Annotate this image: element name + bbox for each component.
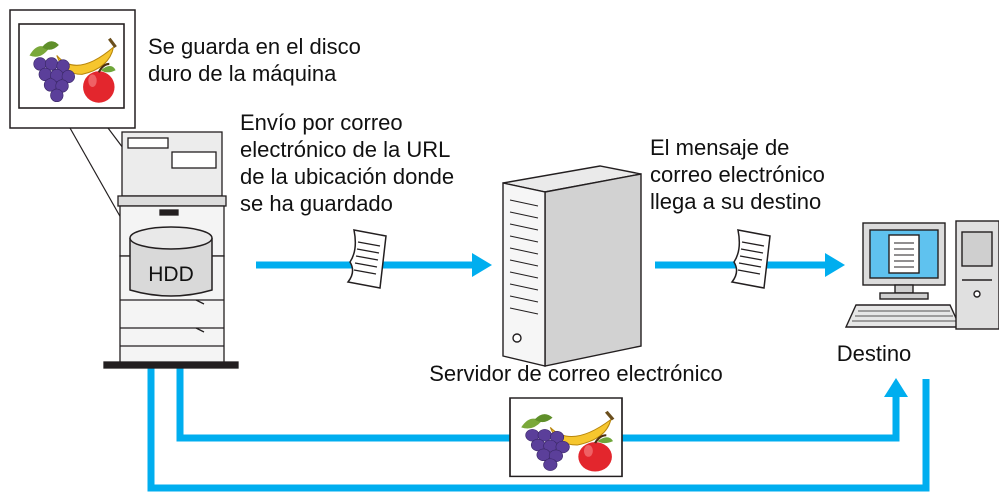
fruit-image-icon [17, 22, 126, 110]
document-icon [731, 229, 771, 289]
destination-label: Destino [837, 341, 912, 366]
document-icon [347, 229, 387, 289]
message-arrives-text: El mensaje de correo electrónico llega a… [650, 135, 825, 214]
send-url-text: Envío por correo electrónico de la URL d… [240, 110, 455, 216]
hdd-label: HDD [148, 263, 194, 286]
hdd-icon [129, 226, 213, 297]
saved-to-disk-text: Se guarda en el disco duro de la máquina [148, 34, 361, 86]
mail-server-label: Servidor de correo electrónico [429, 361, 722, 386]
computer-icon [844, 220, 999, 330]
server-icon [502, 165, 642, 367]
fruit-image-icon [508, 396, 624, 479]
